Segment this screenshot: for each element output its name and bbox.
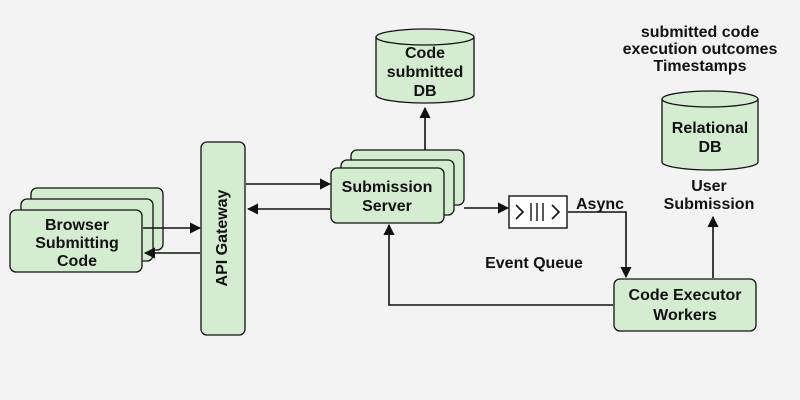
submission-server-label-line-1: Submission [342,179,433,196]
code-db-label-line-1: Code [405,45,445,62]
db-contents-line-3: Timestamps [653,58,746,75]
queue-chevron-right [551,204,561,220]
code-db-label-line-3: DB [413,83,436,100]
browser-label-line-3: Code [57,253,97,270]
db-contents-line-2: execution outcomes [623,41,778,58]
executor-label-line-2: Workers [653,307,717,324]
event-queue-node: Event Queue [485,195,583,272]
event-queue-label: Event Queue [485,255,583,272]
api-gateway-node: API Gateway [200,141,246,336]
event-queue-box [508,195,568,229]
browser-label-line-1: Browser [45,217,109,234]
browser-node: Browser Submitting Code [9,187,164,273]
db-contents-line-1: submitted code [641,24,759,41]
user-submission-label-line-1: User [691,178,727,195]
edge-queue-to-executor [568,211,632,279]
browser-label-line-2: Submitting [35,235,119,252]
api-gateway-label: API Gateway [214,189,231,286]
code-db-body [375,37,475,104]
executor-label-line-1: Code Executor [629,287,742,304]
browser-box [9,209,143,273]
relational-db-label-line-1: Relational [672,120,748,137]
submission-server-box [330,167,445,224]
code-db-label-line-2: submitted [387,64,463,81]
executor-node: Code Executor Workers [613,278,757,332]
edge-executor-to-server [383,223,613,306]
api-gateway-box [200,141,246,336]
relational-db-top [661,90,759,108]
relational-db-body [661,99,759,171]
user-submission-label-line-2: Submission [664,196,755,213]
code-db-node: Code submitted DB [375,28,475,104]
submission-server-node: Submission Server [330,149,465,224]
executor-box [613,278,757,332]
code-db-top [375,28,475,46]
relational-db-node: Relational DB [661,90,759,171]
submission-server-label-line-2: Server [362,198,412,215]
relational-db-label-line-2: DB [698,139,721,156]
queue-chevron-left [515,204,525,220]
async-label: Async [576,196,624,213]
